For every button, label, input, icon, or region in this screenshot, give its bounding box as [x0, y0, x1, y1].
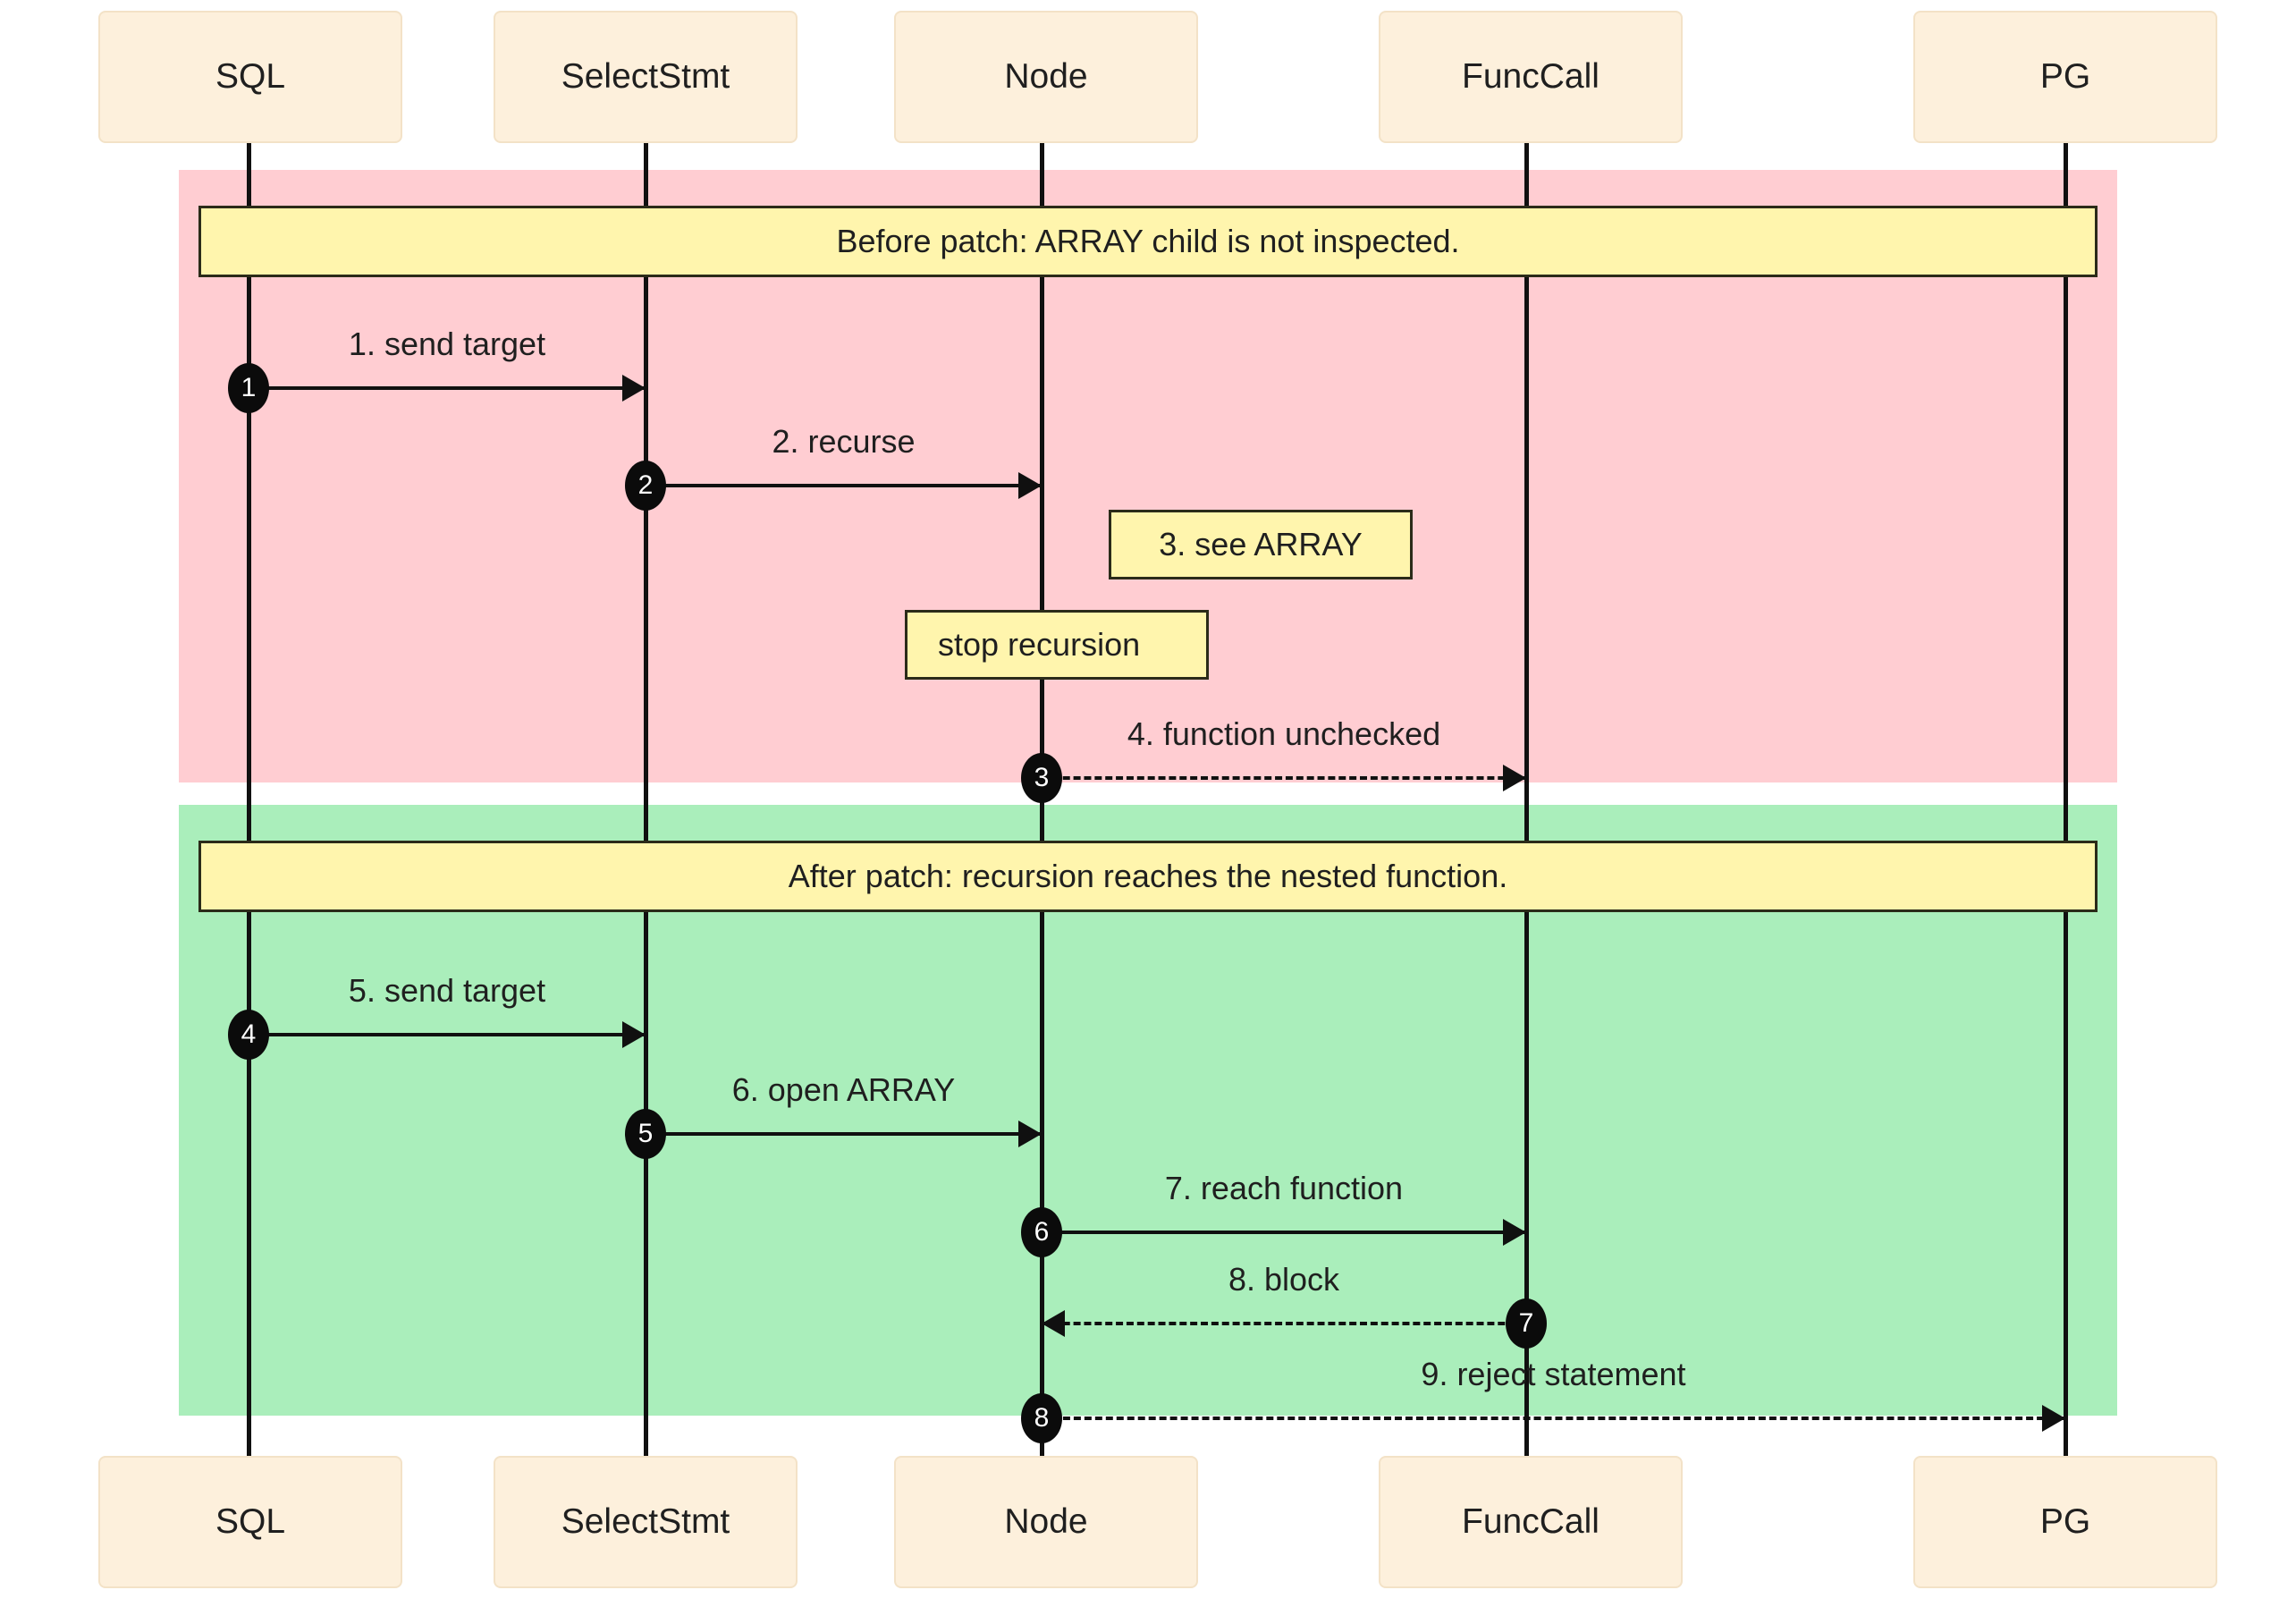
message-label-6: 7. reach function [1164, 1170, 1404, 1206]
participant-label: PG [2039, 1502, 2091, 1541]
message-line-8 [1042, 1417, 2065, 1420]
sequence-marker-5: 5 [625, 1109, 666, 1159]
message-label-1: 1. send target [348, 326, 546, 362]
arrow-head-3 [1503, 765, 1526, 791]
participant-label: SQL [215, 1502, 286, 1541]
message-line-3 [1042, 776, 1526, 780]
sequence-marker-2: 2 [625, 461, 666, 511]
participant-pg-bottom: PG [1913, 1456, 2217, 1588]
message-label-4: 5. send target [348, 972, 546, 1009]
message-label-2: 2. recurse [772, 423, 916, 460]
sequence-marker-1: 1 [228, 363, 269, 413]
participant-label: Node [1004, 57, 1088, 96]
participant-sql-top: SQL [98, 11, 402, 143]
participant-pg-top: PG [1913, 11, 2217, 143]
participant-label: FuncCall [1462, 57, 1600, 96]
sequence-marker-7: 7 [1506, 1298, 1547, 1349]
lifeline-pg [2064, 143, 2068, 1480]
participant-selectstmt-bottom: SelectStmt [494, 1456, 798, 1588]
arrow-head-7 [1042, 1310, 1065, 1337]
message-line-7 [1042, 1322, 1526, 1325]
message-label-3: 4. function unchecked [1127, 715, 1441, 752]
arrow-head-4 [622, 1021, 646, 1048]
participant-label: SelectStmt [561, 57, 730, 96]
participant-sql-bottom: SQL [98, 1456, 402, 1588]
section-banner-text: After patch: recursion reaches the neste… [788, 858, 1508, 894]
note-text: stop recursion [938, 626, 1141, 663]
sequence-marker-6: 6 [1021, 1207, 1062, 1257]
message-line-2 [646, 484, 1042, 487]
participant-label: PG [2039, 57, 2091, 96]
sequence-marker-4: 4 [228, 1010, 269, 1060]
participant-label: FuncCall [1462, 1502, 1600, 1541]
section-banner-after-patch: After patch: recursion reaches the neste… [198, 841, 2098, 912]
message-label-7: 8. block [1228, 1261, 1340, 1298]
message-line-4 [249, 1033, 646, 1036]
participant-funccall-top: FuncCall [1379, 11, 1683, 143]
arrow-head-2 [1018, 472, 1042, 499]
message-line-5 [646, 1132, 1042, 1136]
participant-node-bottom: Node [894, 1456, 1198, 1588]
note-note-stop-recursion: stop recursion [905, 610, 1209, 680]
arrow-head-5 [1018, 1121, 1042, 1147]
participant-label: SelectStmt [561, 1502, 730, 1541]
arrow-head-8 [2042, 1405, 2065, 1432]
lifeline-sql [247, 143, 251, 1480]
arrow-head-6 [1503, 1219, 1526, 1246]
lifeline-funccall [1524, 143, 1529, 1480]
note-text: 3. see ARRAY [1159, 526, 1363, 562]
section-banner-before-patch: Before patch: ARRAY child is not inspect… [198, 206, 2098, 277]
participant-selectstmt-top: SelectStmt [494, 11, 798, 143]
participant-label: SQL [215, 57, 286, 96]
lifeline-selectstmt [644, 143, 648, 1480]
sequence-marker-8: 8 [1021, 1393, 1062, 1443]
note-note-see-array: 3. see ARRAY [1109, 510, 1413, 579]
participant-funccall-bottom: FuncCall [1379, 1456, 1683, 1588]
arrow-head-1 [622, 375, 646, 402]
sequence-marker-3: 3 [1021, 753, 1062, 803]
message-line-1 [249, 386, 646, 390]
lifeline-node [1040, 143, 1044, 1480]
participant-node-top: Node [894, 11, 1198, 143]
message-label-8: 9. reject statement [1421, 1356, 1686, 1392]
section-banner-text: Before patch: ARRAY child is not inspect… [836, 223, 1460, 259]
message-label-5: 6. open ARRAY [731, 1071, 956, 1108]
participant-label: Node [1004, 1502, 1088, 1541]
message-line-6 [1042, 1231, 1526, 1234]
